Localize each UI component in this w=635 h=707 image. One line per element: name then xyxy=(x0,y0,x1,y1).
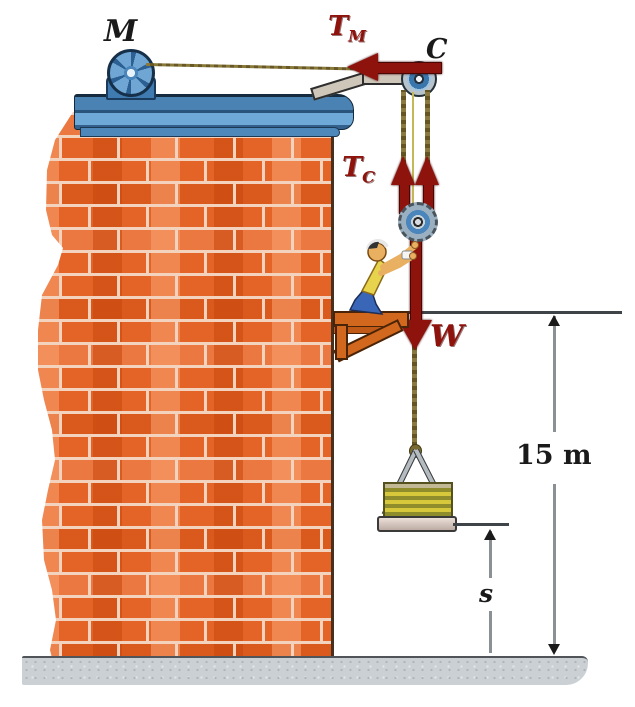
dimension-arrow-up-icon xyxy=(548,315,560,326)
worker-figure xyxy=(348,238,419,315)
height-15m-label: 15 m xyxy=(516,440,592,471)
weight-label: W xyxy=(430,319,464,354)
worker-hair xyxy=(368,241,379,249)
tension-tc-label: TC xyxy=(342,152,375,187)
cable-middle-strand xyxy=(412,92,414,204)
brick-wall xyxy=(38,112,334,658)
platform-post xyxy=(335,324,348,360)
wall-right-edge xyxy=(331,112,334,658)
reference-line-top xyxy=(402,311,622,314)
worker-arm-upper xyxy=(380,243,418,270)
dimension-arrow-down-icon xyxy=(548,644,560,655)
ground-slab xyxy=(22,656,588,685)
crate-base-pallet xyxy=(377,516,457,532)
motor-label: M xyxy=(104,14,138,49)
cable-left-fall xyxy=(401,90,406,208)
pulley-c-label: C xyxy=(426,34,448,65)
motor-wheel-icon xyxy=(107,49,155,97)
dimension-line-s-lower xyxy=(489,611,492,653)
worker-cap-icon xyxy=(366,238,389,250)
cornice-ledge xyxy=(74,94,354,130)
cornice-step xyxy=(80,127,340,137)
tension-tm-label: TM xyxy=(328,11,367,46)
worker-hand-2 xyxy=(409,252,417,260)
clearance-s-label: s xyxy=(479,579,494,608)
dimension-line-15m-lower xyxy=(553,484,556,646)
dimension-arrow-up-s-icon xyxy=(484,529,496,540)
movable-pulley xyxy=(398,202,438,242)
worker-hand xyxy=(411,241,419,249)
reference-line-crate-bottom xyxy=(453,523,509,526)
dimension-line-15m-upper xyxy=(553,316,556,432)
cable-right-fall xyxy=(425,90,430,208)
dimension-line-s-upper xyxy=(489,531,492,578)
